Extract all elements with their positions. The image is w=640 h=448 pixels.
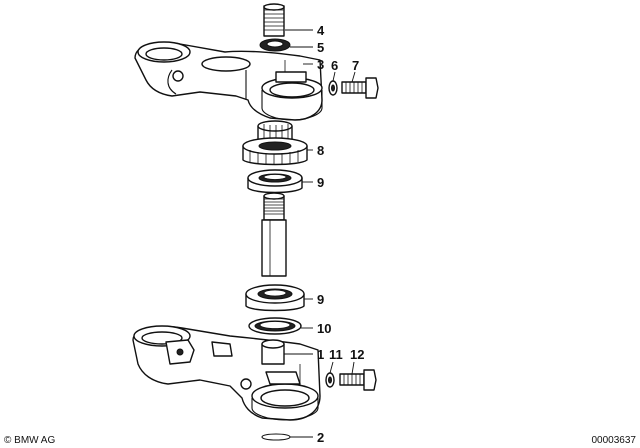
steering-stem-part: [261, 192, 287, 277]
lower-triple-clamp-part: [132, 325, 321, 421]
callout-11: 11: [329, 347, 343, 362]
callout-10: 10: [317, 321, 331, 336]
lower-clamp-bolt-part: [339, 369, 377, 391]
callout-5: 5: [317, 40, 324, 55]
upper-bearing-part: [247, 169, 303, 194]
callout-9-lower: 9: [317, 292, 324, 307]
copyright-text: © BMW AG: [4, 435, 55, 446]
slotted-nut-part: [242, 120, 308, 166]
callout-3: 3: [317, 57, 324, 72]
circlip-part: [261, 433, 291, 441]
callout-8: 8: [317, 143, 324, 158]
callout-12: 12: [350, 347, 364, 362]
leader-lines: [284, 29, 356, 438]
callout-6: 6: [331, 58, 338, 73]
washer-part: [259, 38, 291, 52]
clamp-bolt-part: [341, 77, 379, 99]
upper-triple-clamp-part: [134, 41, 323, 121]
callout-9-upper: 9: [317, 175, 324, 190]
callout-7: 7: [352, 58, 359, 73]
callout-1: 1: [317, 347, 324, 362]
small-washer-part: [328, 80, 338, 96]
threaded-bolt-part: [263, 3, 285, 37]
callout-2: 2: [317, 430, 324, 445]
lower-washer-part: [325, 372, 335, 388]
dust-seal-part: [248, 317, 302, 335]
callout-labels: 4 5 3 6 7 8 9 9 10 1 11 12 2: [317, 23, 364, 445]
callout-4: 4: [317, 23, 325, 38]
lower-bearing-part: [245, 284, 305, 312]
drawing-number: 00003637: [592, 435, 637, 446]
